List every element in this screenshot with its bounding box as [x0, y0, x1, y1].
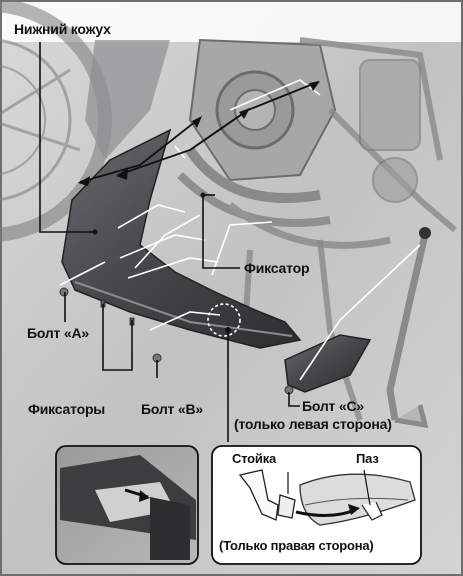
bolt-a-label: Болт «A» [27, 326, 89, 341]
inset-left-detail [56, 446, 198, 564]
post-label: Стойка [232, 452, 276, 466]
right-side-only-label: (Только правая сторона) [219, 539, 374, 553]
bolt-a-icon [60, 288, 68, 296]
clips-label: Фиксаторы [28, 402, 105, 417]
bolt-c-label: Болт «C» [302, 399, 364, 414]
lower-cowl-label: Нижний кожух [14, 22, 111, 37]
clip-label: Фиксатор [244, 261, 309, 276]
slot-label: Паз [356, 452, 379, 466]
bolt-b-label: Болт «B» [141, 402, 203, 417]
left-side-only-label: (только левая сторона) [234, 417, 392, 432]
